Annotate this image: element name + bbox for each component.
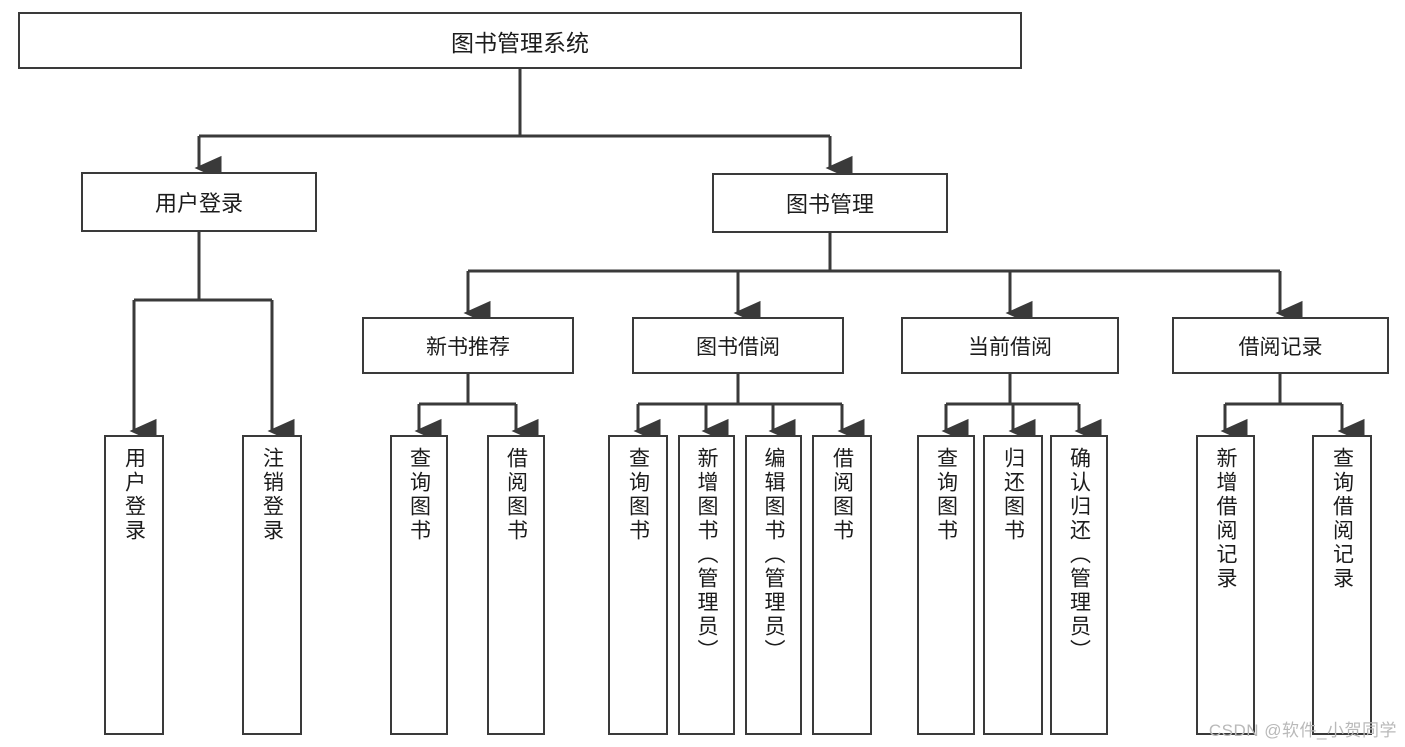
node-label: 归还图书	[1001, 447, 1025, 543]
node-leaf-add-borrow-record[interactable]: 新增借阅记录	[1196, 435, 1255, 735]
node-book-borrow[interactable]: 图书借阅	[632, 317, 844, 374]
node-leaf-user-logout[interactable]: 注销登录	[242, 435, 302, 735]
node-label: 借阅图书	[830, 447, 854, 543]
node-leaf-edit-book-admin[interactable]: 编辑图书（管理员）	[745, 435, 802, 735]
node-label: 查询图书	[407, 447, 431, 543]
node-label: 当前借阅	[968, 335, 1052, 359]
node-label: 查询借阅记录	[1330, 447, 1354, 591]
node-leaf-borrow-book-bor[interactable]: 借阅图书	[812, 435, 872, 735]
node-borrow-record[interactable]: 借阅记录	[1172, 317, 1389, 374]
node-label: 编辑图书（管理员）	[762, 447, 785, 663]
node-leaf-query-book-bor[interactable]: 查询图书	[608, 435, 668, 735]
node-leaf-confirm-return-admin[interactable]: 确认归还（管理员）	[1050, 435, 1108, 735]
node-label: 图书管理系统	[451, 29, 589, 56]
node-label: 注销登录	[260, 447, 284, 543]
node-label: 借阅记录	[1238, 335, 1323, 359]
node-label: 用户登录	[154, 191, 243, 216]
node-leaf-query-borrow-record[interactable]: 查询借阅记录	[1312, 435, 1372, 735]
node-current-borrow[interactable]: 当前借阅	[901, 317, 1119, 374]
node-root[interactable]: 图书管理系统	[18, 12, 1022, 69]
node-book-manage[interactable]: 图书管理	[712, 173, 948, 233]
node-label: 用户登录	[122, 447, 146, 543]
watermark: CSDN @软件_小贺同学	[1208, 721, 1397, 740]
node-label: 查询图书	[934, 447, 958, 543]
node-label: 图书管理	[785, 192, 874, 217]
node-label: 确认归还（管理员）	[1067, 447, 1091, 663]
node-label: 新增借阅记录	[1214, 447, 1237, 591]
node-leaf-add-book-admin[interactable]: 新增图书（管理员）	[678, 435, 735, 735]
node-user-login[interactable]: 用户登录	[81, 172, 317, 232]
node-leaf-borrow-book-rec[interactable]: 借阅图书	[487, 435, 545, 735]
node-leaf-query-book-cur[interactable]: 查询图书	[917, 435, 975, 735]
node-leaf-user-login[interactable]: 用户登录	[104, 435, 164, 735]
node-label: 借阅图书	[504, 447, 528, 543]
node-label: 图书借阅	[696, 335, 780, 359]
node-new-book-recommend[interactable]: 新书推荐	[362, 317, 574, 374]
node-label: 查询图书	[626, 447, 650, 543]
node-label: 新书推荐	[426, 335, 510, 359]
node-label: 新增图书（管理员）	[695, 447, 718, 663]
node-leaf-query-book-rec[interactable]: 查询图书	[390, 435, 448, 735]
node-leaf-return-book[interactable]: 归还图书	[983, 435, 1043, 735]
